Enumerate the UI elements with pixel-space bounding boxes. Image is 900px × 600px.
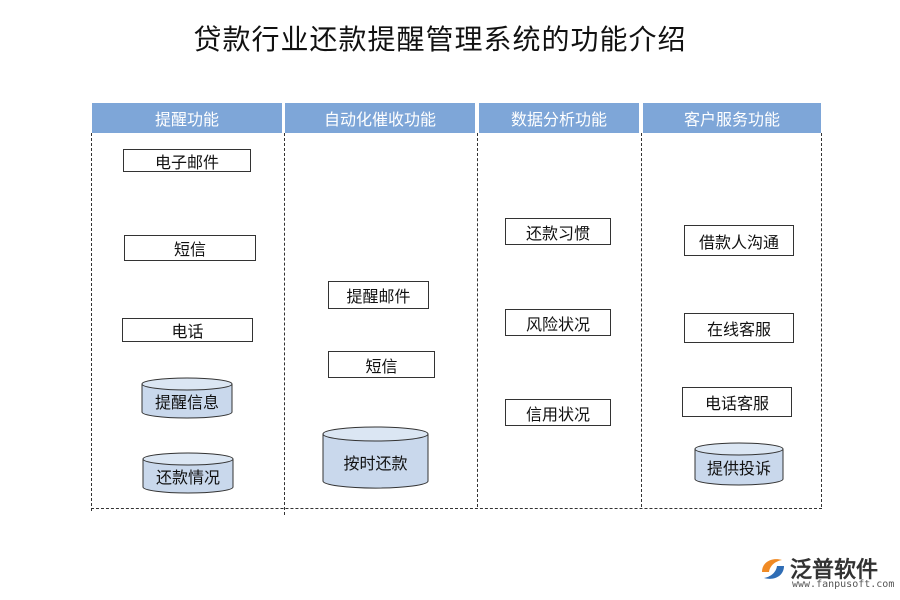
column-header-service: 客户服务功能 [643, 103, 821, 133]
cylinder-shape [694, 442, 784, 486]
node-credit-status: 信用状况 [505, 399, 611, 426]
node-on-time-repayment-cylinder: 按时还款 [322, 426, 429, 490]
node-risk-status: 风险状况 [505, 309, 611, 336]
node-complaint-label: 提供投诉 [706, 459, 771, 478]
node-complaint-cylinder: 提供投诉 [694, 442, 784, 486]
node-collection-sms: 短信 [328, 351, 435, 378]
node-on-time-repayment-label: 按时还款 [343, 454, 408, 473]
node-email: 电子邮件 [123, 149, 251, 172]
divider-line [821, 133, 822, 507]
divider-line [91, 133, 92, 511]
cylinder-shape [142, 452, 234, 494]
brand-logo: 泛普软件 www.fanpusoft.com [758, 552, 894, 594]
logo-mark-icon [762, 559, 784, 579]
divider-line [91, 508, 822, 509]
cylinder-shape [322, 426, 429, 489]
column-header-collection: 自动化催收功能 [285, 103, 475, 133]
divider-line [641, 133, 642, 507]
node-phone-service: 电话客服 [682, 387, 792, 417]
node-borrower-communication: 借款人沟通 [684, 225, 794, 256]
node-repayment-status-cylinder: 还款情况 [142, 452, 234, 494]
column-header-analysis: 数据分析功能 [479, 103, 639, 133]
divider-line [477, 133, 478, 507]
node-reminder-info-label: 提醒信息 [154, 393, 219, 412]
node-sms: 短信 [124, 235, 256, 261]
node-phone: 电话 [122, 318, 253, 342]
column-header-reminder: 提醒功能 [92, 103, 282, 133]
diagram-title: 贷款行业还款提醒管理系统的功能介绍 [193, 23, 687, 56]
node-repayment-habits: 还款习惯 [505, 218, 611, 245]
node-reminder-email: 提醒邮件 [328, 281, 429, 309]
node-repayment-status-label: 还款情况 [155, 468, 220, 487]
node-reminder-info-cylinder: 提醒信息 [141, 377, 233, 419]
node-online-service: 在线客服 [684, 313, 794, 343]
cylinder-shape [141, 377, 233, 419]
divider-line [284, 133, 285, 515]
logo-brand-text: 泛普软件 [790, 558, 879, 583]
logo-url-text: www.fanpusoft.com [792, 579, 895, 590]
